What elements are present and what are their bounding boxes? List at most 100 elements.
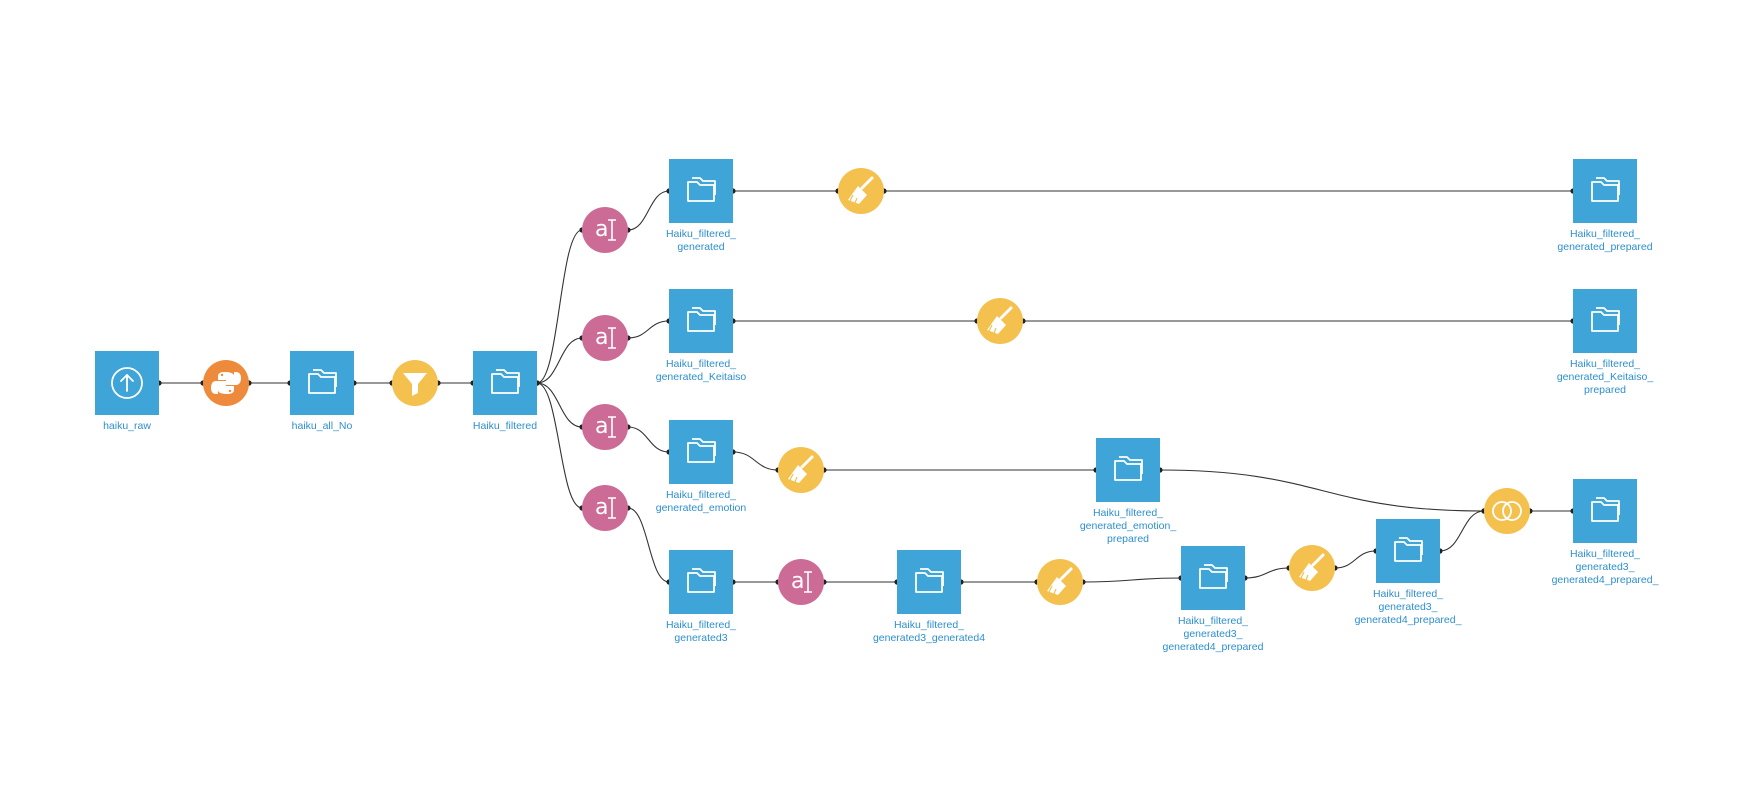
stack-icon <box>1492 501 1522 521</box>
edge-haiku-filtered-to-ai-1[interactable] <box>536 229 583 384</box>
dataset-node-haiku-filtered-generated3-generated4[interactable]: Haiku_filtered_generated3_generated4 <box>873 550 985 644</box>
python-recipe-python-recipe[interactable] <box>203 360 249 406</box>
dataset-node-haiku-filtered-generated3-generated4-prepared-stacked[interactable]: Haiku_filtered_generated3_generated4_pre… <box>1552 479 1659 586</box>
node-label: haiku_raw <box>103 420 151 432</box>
node-label: generated4_prepared_ <box>1552 574 1659 586</box>
dataset-box <box>1376 519 1440 583</box>
svg-text:a: a <box>595 325 608 350</box>
folder-icon <box>1199 564 1228 589</box>
edge-haiku-filtered-generated3-generated4-prepared-to-stack-recipe[interactable] <box>1439 510 1485 552</box>
node-label: generated_Keitaiso_ <box>1557 371 1653 383</box>
node-label: generated4_prepared <box>1162 641 1263 653</box>
filter-recipe-filter-recipe[interactable] <box>392 360 438 406</box>
edge-haiku-filtered-generated-emotion-to-prep-3[interactable] <box>732 451 779 471</box>
dataset-box <box>290 351 354 415</box>
node-label: generated_emotion <box>656 502 747 514</box>
broom-icon <box>1047 567 1073 595</box>
folder-icon <box>687 568 716 593</box>
edge-haiku-filtered-to-ai-4[interactable] <box>536 382 583 509</box>
node-label: generated_Keitaiso <box>656 371 747 383</box>
edge-haiku-filtered-generated-emotion-prepared-to-stack-recipe[interactable] <box>1159 469 1485 512</box>
prepare-recipe-prep-2[interactable] <box>977 298 1023 344</box>
folder-icon <box>687 438 716 463</box>
node-label: Haiku_filtered_ <box>1570 358 1640 370</box>
ai-prompt-icon: a <box>595 414 616 439</box>
folder-icon <box>1114 456 1143 481</box>
dataset-node-haiku-filtered-generated-keitaiso-prepared[interactable]: Haiku_filtered_generated_Keitaiso_prepar… <box>1557 289 1653 396</box>
ai-prompt-recipe-ai-2[interactable]: a <box>582 315 628 361</box>
node-label: Haiku_filtered_ <box>1570 228 1640 240</box>
edge-haiku-filtered-to-ai-2[interactable] <box>536 337 583 384</box>
ai-prompt-recipe-ai-1[interactable]: a <box>582 207 628 253</box>
folder-icon <box>1591 177 1620 202</box>
node-label: generated3 <box>674 632 727 644</box>
dataset-node-haiku-filtered-generated-prepared[interactable]: Haiku_filtered_generated_prepared <box>1557 159 1653 253</box>
dataset-node-haiku-filtered-generated-emotion[interactable]: Haiku_filtered_generated_emotion <box>656 420 747 514</box>
dataset-box <box>669 420 733 484</box>
node-label: Haiku_filtered_ <box>666 358 736 370</box>
broom-icon <box>788 455 814 483</box>
edge-haiku-filtered-to-ai-3[interactable] <box>536 382 583 428</box>
dataset-box <box>1181 546 1245 610</box>
dataset-node-haiku-filtered-generated3[interactable]: Haiku_filtered_generated3 <box>666 550 736 644</box>
ai-prompt-icon: a <box>595 325 616 350</box>
dataset-node-haiku-filtered-generated[interactable]: Haiku_filtered_generated <box>666 159 736 253</box>
dataset-box <box>669 159 733 223</box>
recipe-circle <box>582 207 628 253</box>
edge-ai-2-to-haiku-filtered-generated-keitaiso[interactable] <box>627 320 670 339</box>
dataset-node-haiku-filtered-generated3-generated4-prepared[interactable]: Haiku_filtered_generated3_generated4_pre… <box>1355 519 1462 626</box>
dataset-box <box>1096 438 1160 502</box>
ai-prompt-recipe-ai-4[interactable]: a <box>582 485 628 531</box>
dataset-box <box>669 289 733 353</box>
edges-layer <box>156 188 1576 585</box>
dataset-box <box>897 550 961 614</box>
edge-prep-4-to-haiku-filtered-generated3-generated4-prepared[interactable] <box>1082 577 1182 583</box>
node-label: generated3_ <box>1184 628 1243 640</box>
dataset-node-haiku-filtered-generated-emotion-prepared[interactable]: Haiku_filtered_generated_emotion_prepare… <box>1080 438 1176 545</box>
node-label: generated3_ <box>1379 601 1438 613</box>
edge-ai-3-to-haiku-filtered-generated-emotion[interactable] <box>627 426 670 453</box>
node-label: Haiku_filtered_ <box>1570 548 1640 560</box>
dataset-node-haiku-filtered-generated-keitaiso[interactable]: Haiku_filtered_generated_Keitaiso <box>656 289 747 383</box>
recipe-circle <box>1484 488 1530 534</box>
dataset-node-haiku-filtered-generated3-generated4-prepared[interactable]: Haiku_filtered_generated3_generated4_pre… <box>1162 546 1264 653</box>
node-label: generated4_prepared_ <box>1355 614 1462 626</box>
prepare-recipe-prep-1[interactable] <box>838 168 884 214</box>
recipe-circle <box>582 404 628 450</box>
upload-dataset-node-haiku-raw[interactable]: haiku_raw <box>95 351 159 432</box>
folder-icon <box>687 177 716 202</box>
ai-prompt-icon: a <box>595 217 616 242</box>
ai-prompt-recipe-ai-5[interactable]: a <box>778 559 824 605</box>
node-label: Haiku_filtered_ <box>666 489 736 501</box>
node-label: generated3_generated4 <box>873 632 985 644</box>
node-label: generated <box>677 241 724 253</box>
folder-icon <box>308 369 337 394</box>
ai-prompt-icon: a <box>595 495 616 520</box>
ai-prompt-recipe-ai-3[interactable]: a <box>582 404 628 450</box>
folder-icon <box>491 369 520 394</box>
dataset-box <box>473 351 537 415</box>
recipe-circle <box>778 559 824 605</box>
node-label: Haiku_filtered_ <box>1093 507 1163 519</box>
stack-recipe-stack-recipe[interactable] <box>1484 488 1530 534</box>
node-label: Haiku_filtered_ <box>666 228 736 240</box>
upload-icon <box>111 367 143 399</box>
edge-prep-5-to-haiku-filtered-generated3-generated4-prepared[interactable] <box>1334 550 1377 569</box>
node-label: Haiku_filtered_ <box>894 619 964 631</box>
edge-ai-1-to-haiku-filtered-generated[interactable] <box>627 190 670 231</box>
prepare-recipe-prep-3[interactable] <box>778 447 824 493</box>
broom-icon <box>1299 553 1325 581</box>
folder-icon <box>1394 537 1423 562</box>
prepare-recipe-prep-4[interactable] <box>1037 559 1083 605</box>
dataset-node-haiku-filtered[interactable]: Haiku_filtered <box>473 351 537 432</box>
edge-haiku-filtered-generated3-generated4-prepared-to-prep-5[interactable] <box>1244 567 1290 579</box>
dataset-box <box>1573 159 1637 223</box>
node-label: generated_emotion_ <box>1080 520 1176 532</box>
broom-icon <box>848 176 874 204</box>
node-label: generated_prepared <box>1557 241 1652 253</box>
prepare-recipe-prep-5[interactable] <box>1289 545 1335 591</box>
edge-ai-4-to-haiku-filtered-generated3[interactable] <box>627 507 670 583</box>
dataset-node-haiku-all-no[interactable]: haiku_all_No <box>290 351 354 432</box>
